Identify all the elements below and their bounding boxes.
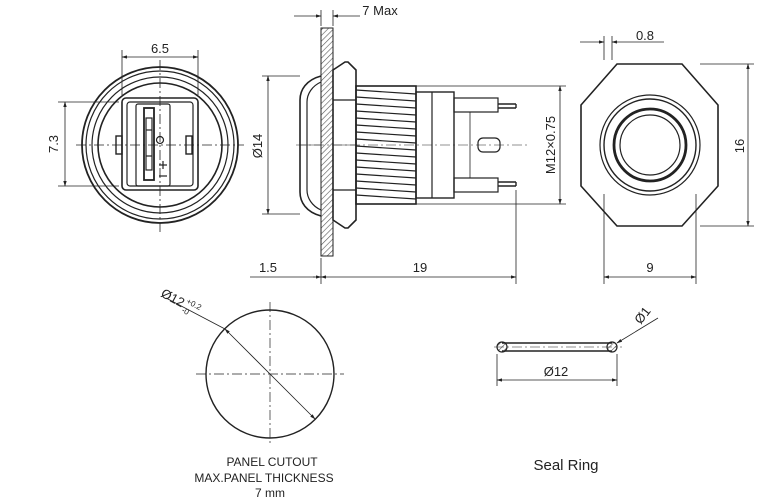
cutout-diameter-label: Ø12 +0.2 -0 bbox=[159, 285, 204, 318]
hex-width-dim: 9 bbox=[646, 260, 653, 275]
hex-view bbox=[580, 36, 754, 284]
cutout-caption-line-3: 7 mm bbox=[255, 486, 285, 500]
front-width-dim: 6.5 bbox=[151, 41, 169, 56]
side-thread-dim: M12×0.75 bbox=[543, 116, 558, 174]
seal-thickness-dim: Ø1 bbox=[631, 304, 653, 327]
cutout-tol-lower: -0 bbox=[180, 306, 191, 318]
seal-diameter-dim: Ø12 bbox=[544, 364, 569, 379]
side-view bbox=[250, 10, 566, 284]
cutout-caption-line-2: MAX.PANEL THICKNESS bbox=[194, 471, 333, 485]
front-view bbox=[58, 50, 244, 232]
seal-ring bbox=[494, 317, 659, 386]
side-max-dim: 7 Max bbox=[362, 3, 398, 18]
hex-ring-dim: 0.8 bbox=[636, 28, 654, 43]
cutout-caption-line-1: PANEL CUTOUT bbox=[226, 455, 318, 469]
side-flange-dim: 1.5 bbox=[259, 260, 277, 275]
panel-cutout bbox=[165, 297, 344, 446]
hex-height-dim: 16 bbox=[732, 139, 747, 153]
seal-caption: Seal Ring bbox=[533, 457, 598, 474]
side-diameter-dim: Ø14 bbox=[250, 134, 265, 159]
side-length-dim: 19 bbox=[413, 260, 427, 275]
front-height-dim: 7.3 bbox=[46, 135, 61, 153]
